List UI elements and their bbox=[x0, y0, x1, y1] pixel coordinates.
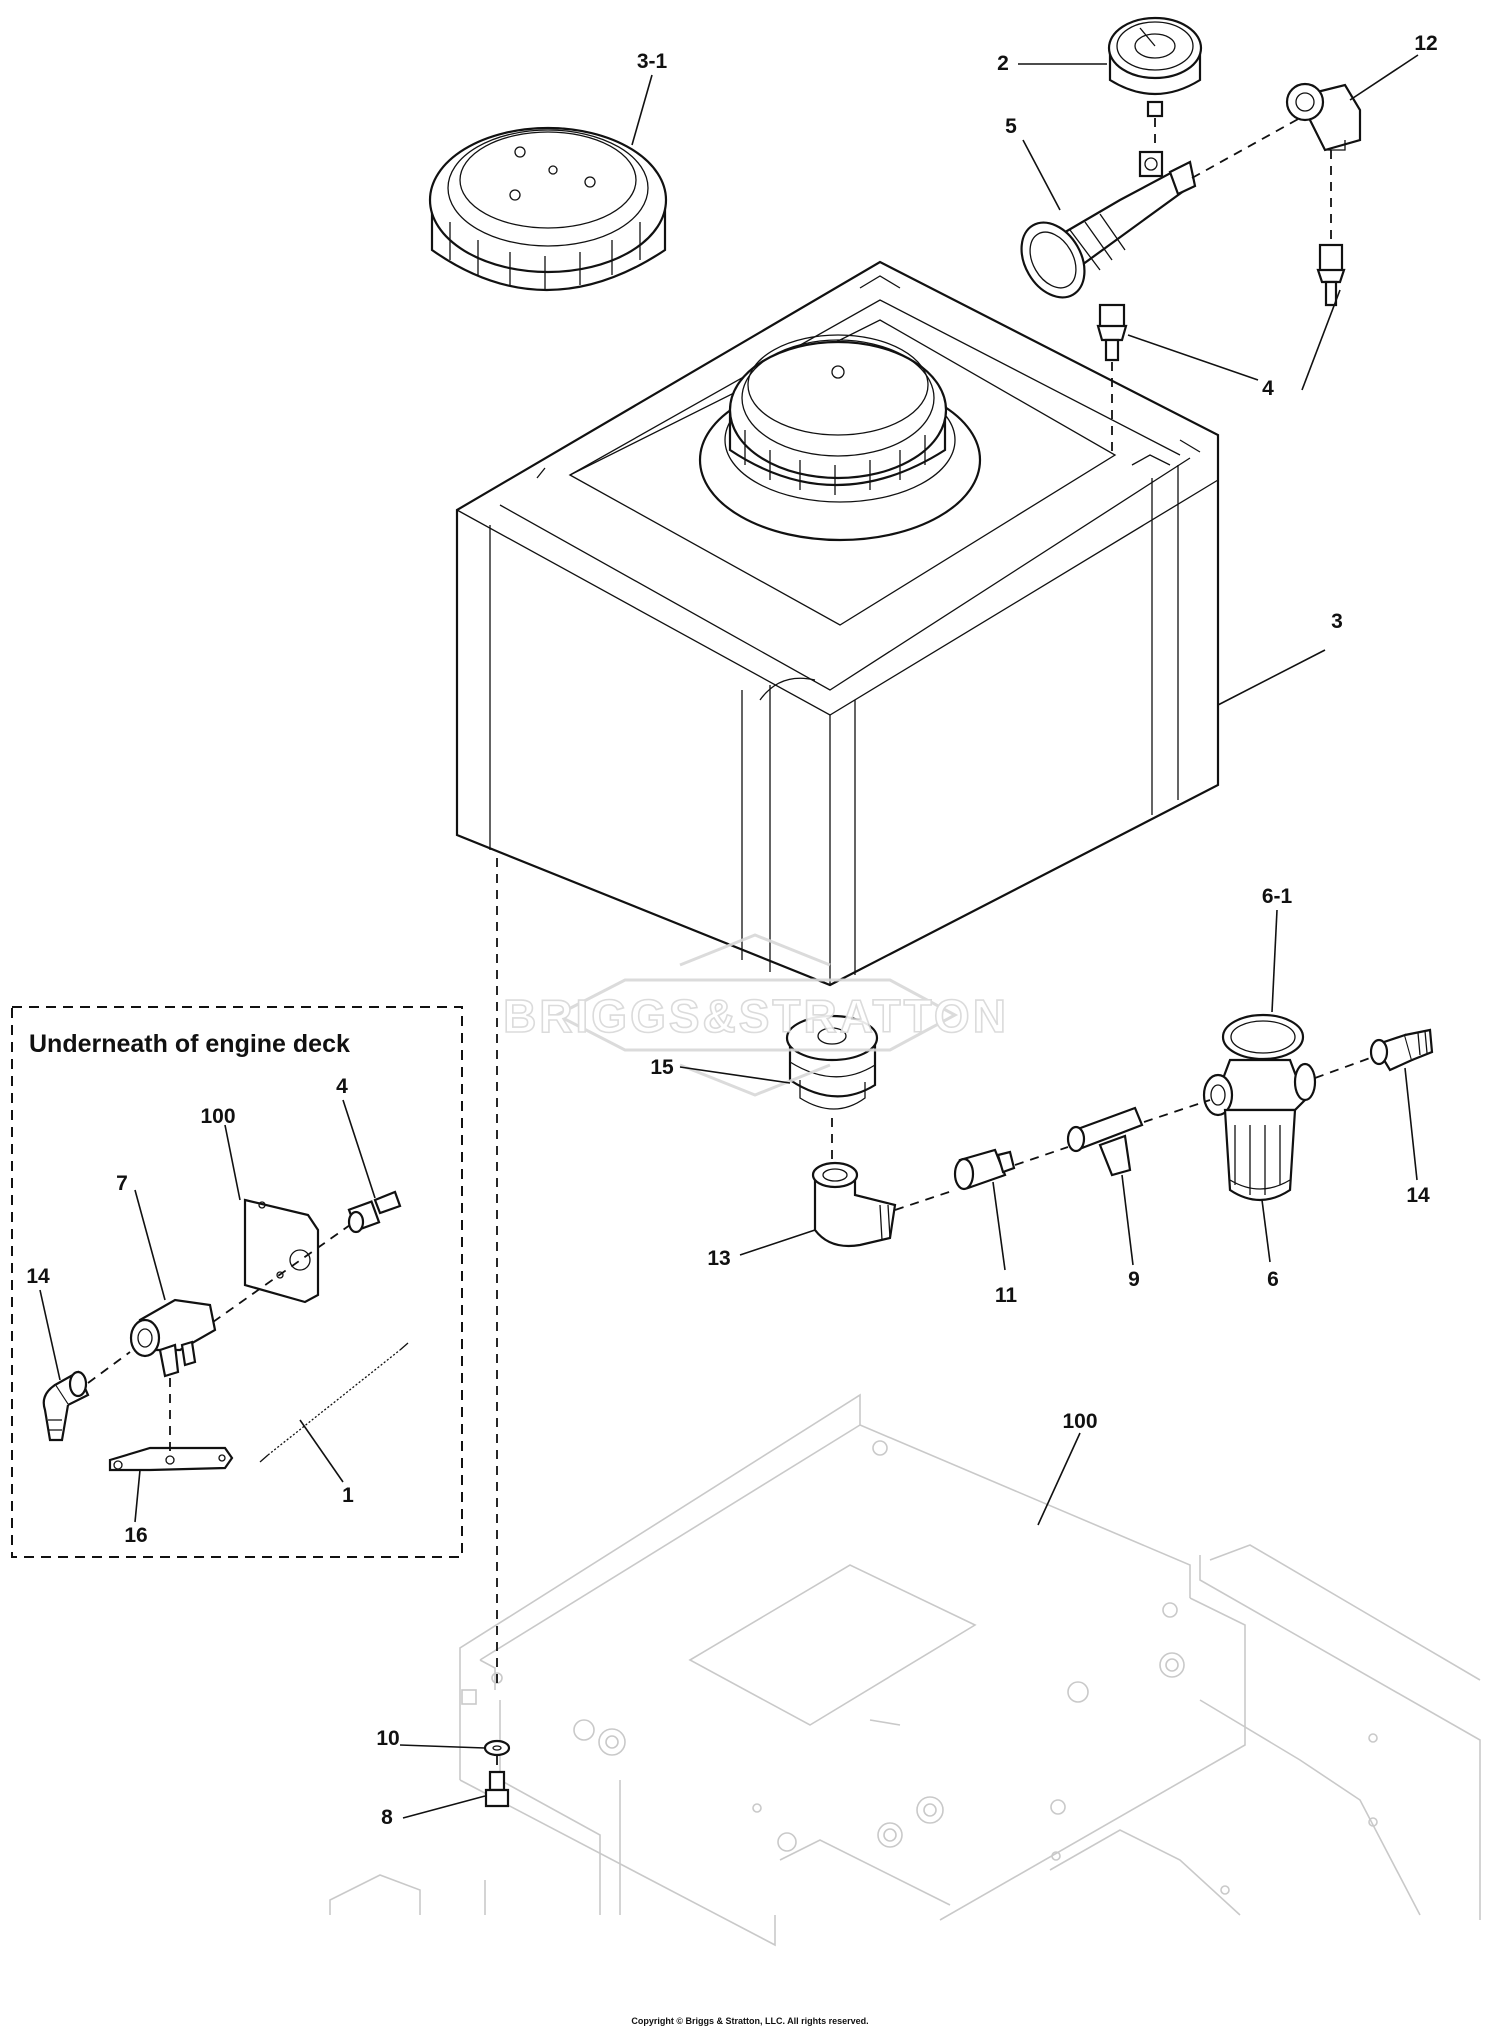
inset-fitting-leader bbox=[212, 1224, 351, 1323]
inset-link-16 bbox=[108, 1446, 234, 1472]
inset-bracket-100 bbox=[243, 1198, 320, 1304]
water-tank bbox=[455, 260, 1220, 987]
watermark-text: BRIGGS&STRATTON bbox=[503, 990, 1009, 1042]
check-valve-9 bbox=[1066, 1106, 1144, 1177]
callout-12: 12 bbox=[1414, 32, 1437, 55]
callout-9: 9 bbox=[1128, 1268, 1140, 1291]
callout-2: 2 bbox=[997, 52, 1009, 75]
elbow-fitting-13 bbox=[811, 1161, 897, 1248]
hose-elbow-14 bbox=[1369, 1028, 1434, 1072]
line-strainer-6 bbox=[1202, 1058, 1317, 1201]
callout-1: 1 bbox=[342, 1484, 354, 1507]
bolt-8 bbox=[484, 1770, 510, 1808]
inset-spring-1 bbox=[259, 1342, 409, 1463]
callout-14-inset: 14 bbox=[26, 1265, 50, 1288]
callout-11: 11 bbox=[995, 1284, 1018, 1307]
callout-16: 16 bbox=[124, 1524, 147, 1547]
callout-3-1: 3-1 bbox=[637, 50, 668, 73]
tank-filler-cap bbox=[698, 334, 982, 542]
callout-3: 3 bbox=[1331, 610, 1343, 633]
pressure-regulator bbox=[1020, 150, 1197, 299]
callout-15: 15 bbox=[650, 1056, 674, 1079]
callout-13: 13 bbox=[707, 1247, 730, 1270]
inset-title: Underneath of engine deck bbox=[29, 1030, 350, 1058]
callout-4-inset: 4 bbox=[336, 1075, 348, 1098]
washer-10 bbox=[483, 1739, 511, 1757]
callout-14-right: 14 bbox=[1406, 1184, 1430, 1207]
adapter-fitting-11 bbox=[953, 1148, 1016, 1191]
callout-8: 8 bbox=[381, 1806, 393, 1829]
callout-100-inset: 100 bbox=[200, 1105, 235, 1128]
hose-fitting-4 bbox=[1096, 303, 1128, 362]
hose-barb-12 bbox=[1316, 243, 1346, 307]
valve-to-elbow-leader bbox=[1191, 117, 1301, 179]
inset-fitting-4 bbox=[347, 1190, 402, 1234]
o-ring-6-1 bbox=[1221, 1013, 1305, 1061]
briggs-stratton-watermark: BRIGGS&STRATTON bbox=[502, 933, 1009, 1097]
inset-valve-7 bbox=[129, 1298, 217, 1378]
tank-cap bbox=[428, 126, 668, 291]
engine-deck-ghost bbox=[329, 1393, 1481, 1947]
callout-10: 10 bbox=[376, 1727, 399, 1750]
callout-6: 6 bbox=[1267, 1268, 1279, 1291]
elbow-fitting-12 bbox=[1285, 82, 1362, 152]
inset-hose-elbow-14 bbox=[42, 1370, 90, 1442]
callout-6-1: 6-1 bbox=[1262, 885, 1293, 908]
callout-5: 5 bbox=[1005, 115, 1017, 138]
callout-4-top: 4 bbox=[1262, 377, 1274, 400]
inset-elbow-leader bbox=[87, 1351, 131, 1384]
pressure-gauge bbox=[1107, 16, 1203, 118]
callout-leaders bbox=[39, 54, 1419, 1819]
copyright-notice: Copyright © Briggs & Stratton, LLC. All … bbox=[631, 2016, 868, 2026]
inset-box bbox=[11, 1006, 463, 1558]
callout-7: 7 bbox=[116, 1172, 128, 1195]
callout-100-main: 100 bbox=[1062, 1410, 1097, 1433]
